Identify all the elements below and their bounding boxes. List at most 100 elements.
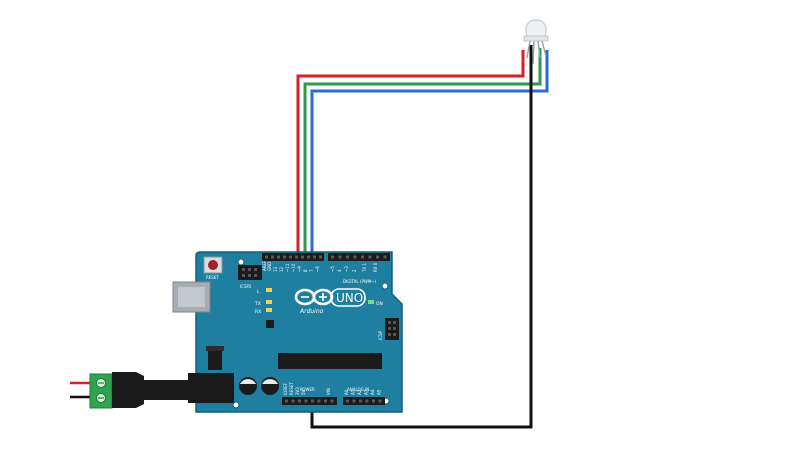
digital-pin-hole — [265, 255, 268, 259]
analog-pin-label: A0 — [344, 389, 349, 395]
analog-pin-holes — [346, 399, 382, 403]
digital-pin-label: 8 — [303, 269, 308, 272]
digital-pin-label: RX 0 — [373, 262, 378, 272]
uno-badge — [330, 288, 366, 307]
digital-pin-hole — [353, 255, 357, 259]
power-pin-hole — [298, 399, 301, 403]
analog-pin-label: A1 — [351, 389, 356, 395]
digital-pin-hole — [271, 255, 274, 259]
power-pin-hole — [285, 399, 288, 403]
digital-pin-label: ~5 — [330, 266, 335, 272]
gnd-label: GND — [267, 262, 272, 271]
digital-pin-hole — [295, 255, 298, 259]
analog-pin-hole — [378, 399, 382, 403]
digital-pin-hole — [289, 255, 292, 259]
digital-pin-hole — [361, 255, 364, 259]
reset-pin-label: RESET — [289, 382, 294, 395]
rx-led-label: RX — [255, 309, 261, 315]
atmega-chip — [278, 353, 382, 369]
digital-pin-hole — [338, 255, 342, 259]
digital-pin-hole — [346, 255, 349, 259]
l-led — [266, 288, 272, 292]
rgb-led-icon — [523, 19, 549, 65]
icsp2-header — [238, 265, 262, 280]
icsp2-label: ICSP2 — [240, 284, 252, 289]
dc-power-input — [70, 372, 192, 409]
icsp-header — [385, 318, 399, 340]
analog-pin-hole — [359, 399, 362, 403]
digital-pin-hole — [301, 255, 304, 259]
digital-pin-hole — [283, 255, 286, 259]
digital-pin-hole — [313, 255, 316, 259]
analog-pin-label: A4 — [370, 389, 375, 395]
analog-pin-hole — [372, 399, 375, 403]
digital-pin-label: ~10 — [291, 263, 296, 272]
aref-label: AREF — [262, 260, 267, 271]
analog-header — [343, 397, 385, 405]
analog-pin-label: A2 — [357, 389, 362, 395]
dc-socket — [188, 373, 234, 403]
power-pin-hole — [330, 399, 334, 403]
blue-wire — [310, 50, 549, 255]
analog-pin-label: A5 — [377, 389, 382, 395]
digital-pin-hole — [277, 255, 280, 259]
digital-pin-label: ~6 — [315, 266, 320, 272]
rx-led — [266, 308, 272, 312]
tx-led — [266, 300, 272, 304]
barrel-plug — [112, 372, 144, 408]
5v-label: 5V — [301, 389, 306, 395]
vin-label: VIN — [326, 388, 331, 395]
digital-pin-label: 4 — [337, 269, 342, 272]
infinity-logo-icon — [294, 288, 334, 306]
analog-pin-hole — [352, 399, 356, 403]
power-label: POWER — [300, 387, 315, 392]
analog-pin-hole — [365, 399, 369, 403]
digital-pin-label: 7 — [309, 269, 314, 272]
l-led-label: L — [257, 289, 260, 295]
digital-pin-label: 2 — [352, 269, 357, 272]
ioref-label: IOREF — [283, 382, 288, 395]
3v3-label: 3V3 — [295, 387, 300, 395]
power-cable — [144, 380, 192, 400]
analog-pin-label: A3 — [364, 389, 369, 395]
on-led — [368, 300, 374, 304]
digital-pin-label: TX 1 — [362, 263, 367, 273]
digital-label: DIGITAL (PWM~) — [343, 279, 377, 284]
uno-text: UNO — [336, 291, 363, 305]
digital-pin-label: 13 — [273, 266, 278, 272]
power-pin-hole — [311, 399, 314, 403]
digital-pin-label: ~11 — [285, 263, 290, 272]
power-pin-hole — [304, 399, 308, 403]
digital-pin-label: ~9 — [297, 266, 302, 272]
red-wire — [296, 50, 525, 255]
power-header — [282, 397, 337, 405]
digital-header-right — [328, 253, 390, 261]
digital-pin-hole — [376, 255, 379, 259]
digital-pin-holes — [265, 255, 387, 259]
digital-header-left — [262, 253, 324, 261]
board-pcb — [195, 251, 403, 413]
icsp-label: ICSP — [378, 330, 383, 340]
analog-pin-hole — [346, 399, 349, 403]
on-label: ON — [376, 301, 383, 307]
usb-chip — [266, 320, 274, 328]
analog-label: ANALOG IN — [347, 387, 369, 392]
power-pin-holes — [285, 399, 334, 403]
digital-pin-hole — [368, 255, 372, 259]
arduino-text: Arduino — [299, 308, 324, 315]
reset-label: RESET — [206, 275, 219, 280]
digital-pin-hole — [331, 255, 334, 259]
digital-pin-hole — [383, 255, 387, 259]
power-pin-hole — [317, 399, 321, 403]
voltage-regulator — [208, 350, 222, 370]
digital-pin-hole — [307, 255, 310, 259]
green-wire — [303, 48, 542, 255]
power-pin-hole — [291, 399, 295, 403]
digital-pin-label: 12 — [279, 266, 284, 272]
power-pin-hole — [324, 399, 327, 403]
digital-pin-hole — [319, 255, 322, 259]
